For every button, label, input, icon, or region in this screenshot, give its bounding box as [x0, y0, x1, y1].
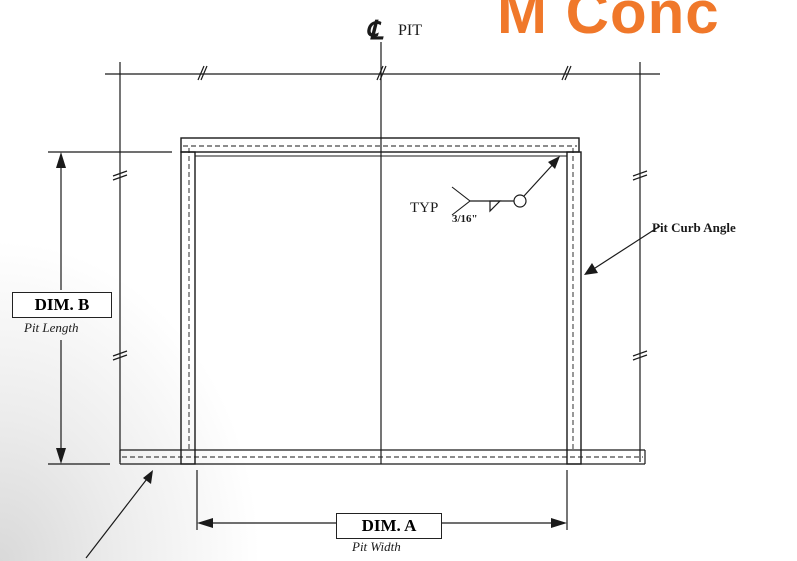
- curb-angle-label: Pit Curb Angle: [652, 220, 736, 235]
- centerline-label: PIT: [398, 22, 422, 39]
- dim-a-box: DIM. A: [336, 513, 442, 539]
- dim-a-subtitle: Pit Width: [352, 539, 401, 554]
- weld-leader-arrowhead: [548, 156, 560, 169]
- break-mark: [632, 170, 648, 181]
- break-mark: [112, 170, 128, 181]
- curb-left: [180, 151, 196, 465]
- weld-size-label: 3/16": [452, 213, 478, 225]
- weld-all-around-circle: [513, 194, 527, 208]
- dim-b-arrow-bottom: [56, 448, 66, 464]
- banner-title: M Conc: [497, 0, 720, 46]
- curb-angle-arrowhead: [584, 263, 598, 275]
- break-mark: [112, 350, 128, 361]
- dim-a-arrow-right: [551, 518, 567, 528]
- break-mark: [197, 65, 208, 81]
- dim-b-subtitle: Pit Length: [24, 320, 79, 335]
- dim-b-arrow-top: [56, 152, 66, 168]
- weld-fillet-triangle: [489, 200, 502, 213]
- break-mark: [561, 65, 572, 81]
- break-mark: [632, 350, 648, 361]
- curb-right: [566, 151, 582, 465]
- weld-leader: [523, 160, 557, 197]
- curb-angle-leader: [591, 225, 661, 271]
- centerline-symbol: ℄: [366, 16, 383, 45]
- flange-leader-arrowhead: [143, 470, 153, 484]
- dim-b-box: DIM. B: [12, 292, 112, 318]
- weld-arrow-tail: [451, 186, 471, 216]
- curb-top: [180, 137, 580, 153]
- flange-leader: [85, 474, 151, 559]
- weld-typ-label: TYP: [410, 200, 439, 216]
- dim-a-arrow-left: [197, 518, 213, 528]
- curb-inner-line: [194, 155, 568, 464]
